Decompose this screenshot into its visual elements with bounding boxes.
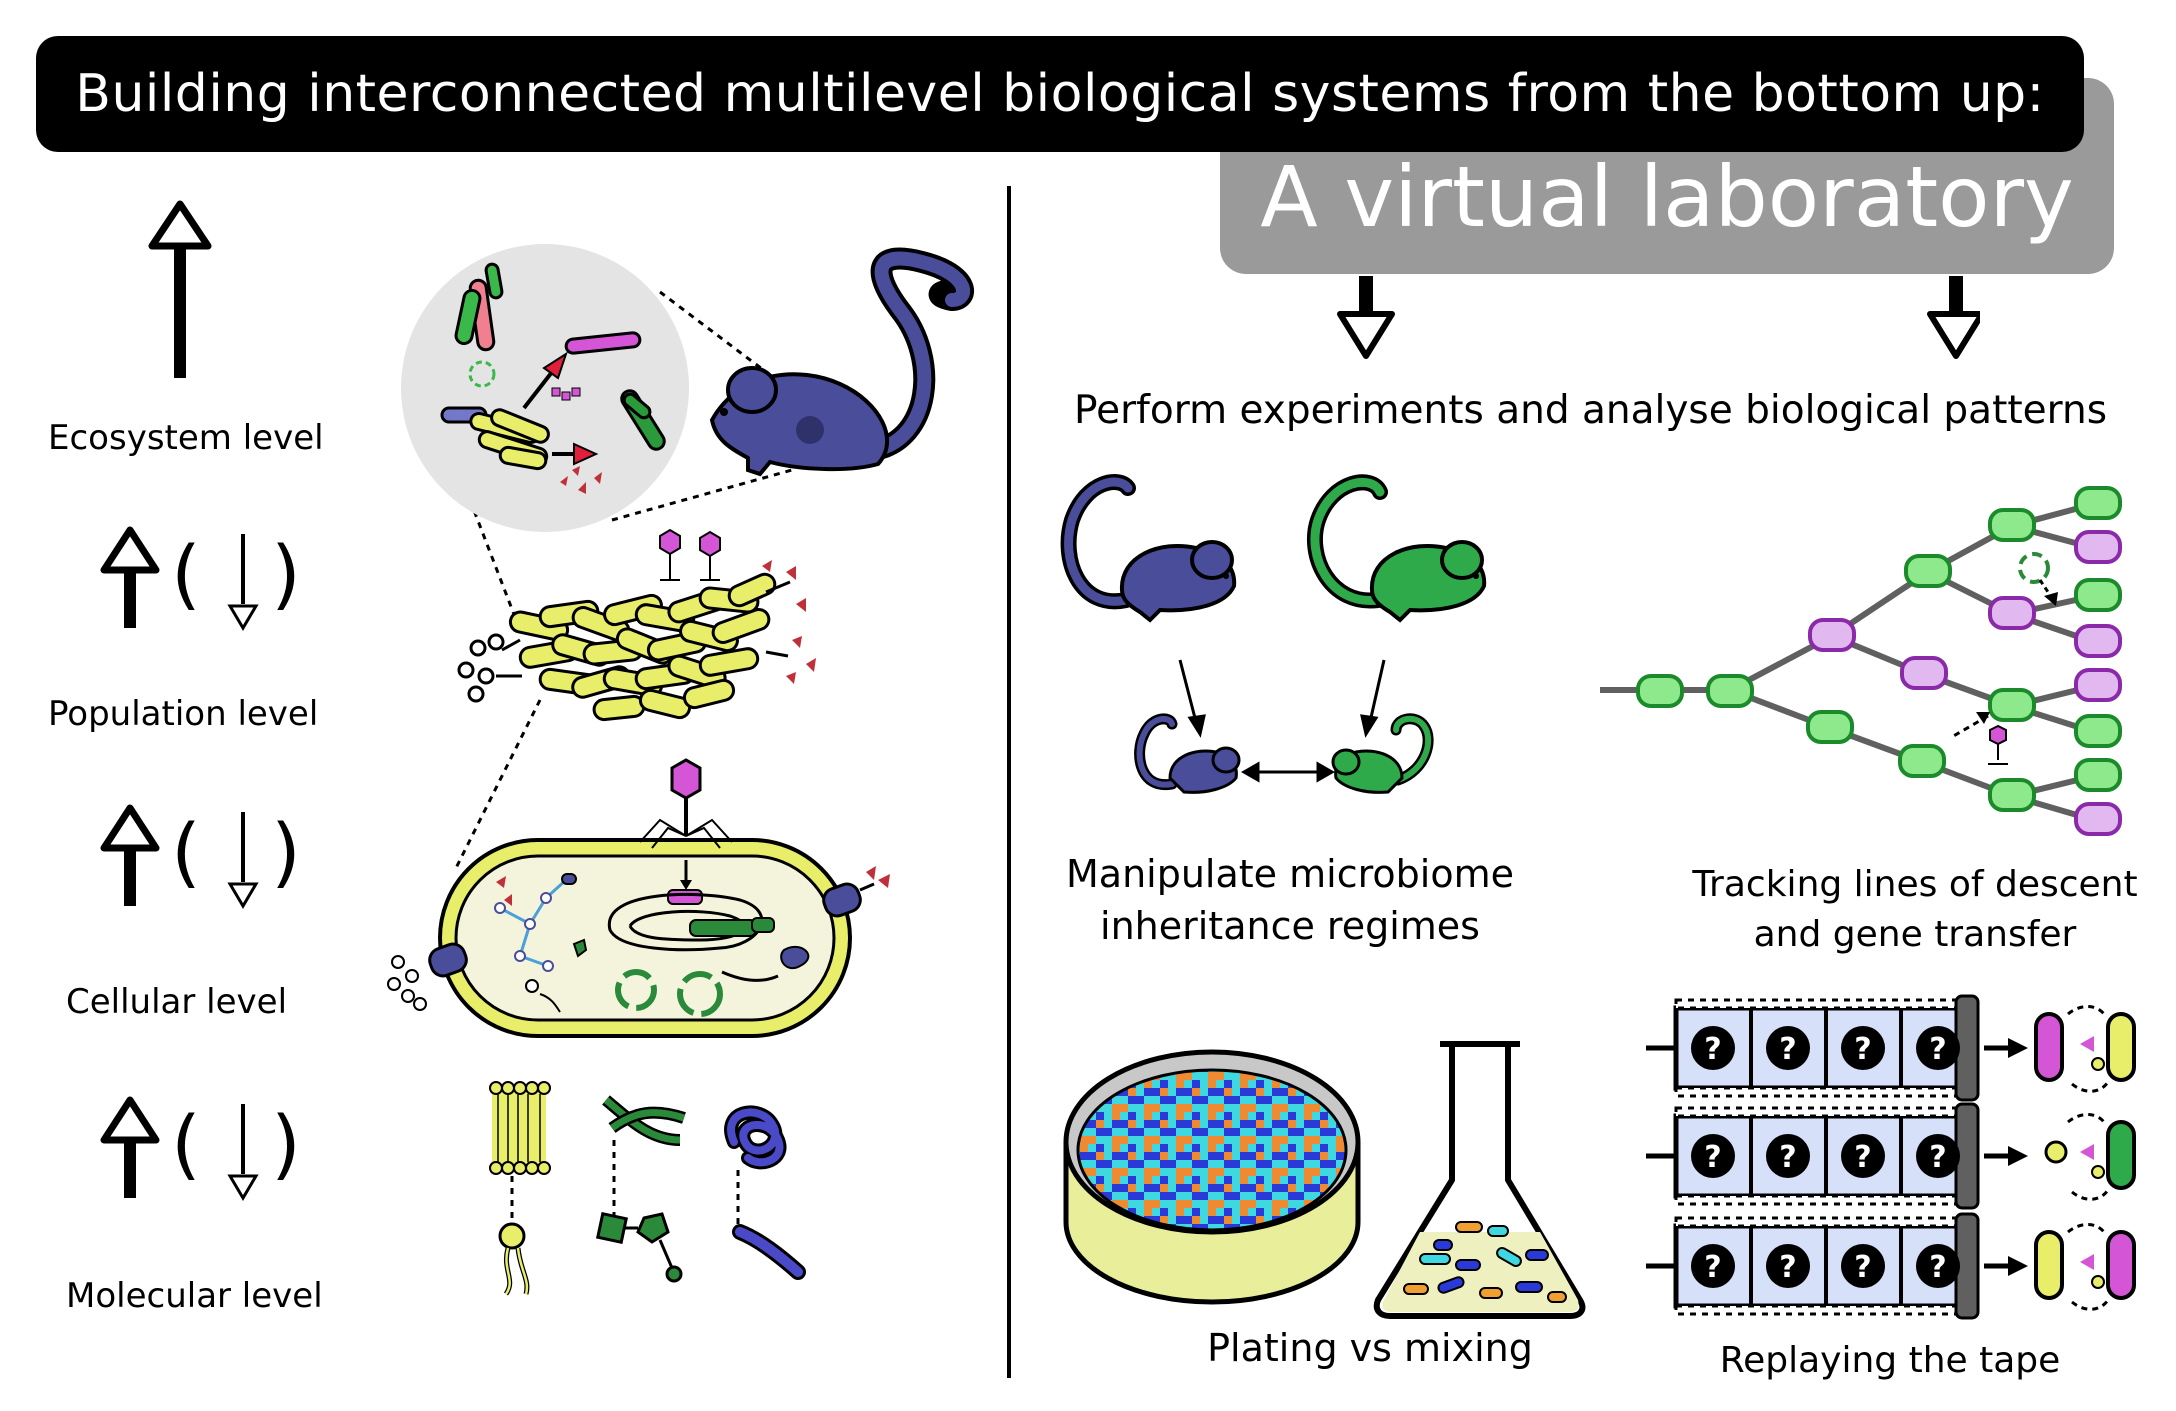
tape-frame-symbol: ? [1779,1032,1796,1067]
level-label-cellular: Cellular level [66,982,288,1022]
evolution-outcome [2034,1005,2136,1093]
caption-line: Tracking lines of descent [1692,864,2138,905]
panel-divider [1007,186,1011,1378]
page-title: Building interconnected multilevel biolo… [36,36,2084,152]
protein-fold-icon [724,1105,806,1280]
petri-dish-icon [1063,1049,1361,1305]
unknown-outcome-icon [1916,1134,1960,1178]
tape-frame-symbol: ? [1704,1032,1721,1067]
offspring-mouse-green [1331,713,1434,794]
film-strip-group: ???????????? [1646,994,2136,1320]
microbiome-inheritance-diagram [1060,474,1487,794]
unknown-outcome-icon [1841,1026,1885,1070]
experiments-heading: Perform experiments and analyse biologic… [1074,388,2108,433]
svg-text:(: ( [171,529,201,618]
caption-lineage: Tracking lines of descent and gene trans… [1680,860,2150,959]
dna-helix-icon [595,1095,686,1283]
caption-line: inheritance regimes [1100,904,1480,949]
svg-text:): ) [271,529,301,618]
up-arrow-icon [100,526,160,628]
tape-frame-symbol: ? [1704,1250,1721,1285]
experiment-arrows [1337,276,1980,359]
tape-frame-symbol: ? [1854,1140,1871,1175]
caption-replay: Replaying the tape [1719,1340,2061,1381]
host-mouse-blue [709,247,974,477]
bacterial-cell [387,758,890,1038]
film-strip: ???? [1646,994,2136,1102]
svg-text:(: ( [171,1099,201,1188]
plating-vs-mixing-diagram [1063,1041,1586,1319]
up-arrow-icon [148,200,212,378]
caption-microbiome: Manipulate microbiome inheritance regime… [1040,848,1540,953]
svg-text:): ) [271,1099,301,1188]
up-arrow-icon [100,804,160,906]
flask-icon [1373,1041,1586,1319]
unknown-outcome-icon [1916,1026,1960,1070]
unknown-outcome-icon [1841,1244,1885,1288]
caption-plating: Plating vs mixing [1207,1326,1533,1370]
level-label-population: Population level [48,694,319,734]
unknown-outcome-icon [1691,1134,1735,1178]
level-label-ecosystem: Ecosystem level [48,418,324,458]
film-strip: ???? [1646,1212,2136,1320]
unknown-outcome-icon [1841,1134,1885,1178]
multilevel-illustration [387,244,974,1296]
tape-frame-symbol: ? [1704,1140,1721,1175]
down-arrow-icon [1337,276,1395,359]
tape-frame-symbol: ? [1929,1032,1946,1067]
unknown-outcome-icon [1691,1244,1735,1288]
caption-line: and gene transfer [1753,913,2077,955]
unknown-outcome-icon [1766,1244,1810,1288]
offspring-mouse-blue [1134,713,1241,794]
inheritance-arrows [1178,659,1386,783]
level-label-molecular: Molecular level [66,1276,323,1316]
film-strip: ???? [1646,1102,2136,1210]
tape-frame-symbol: ? [1779,1140,1796,1175]
replay-tape-diagram: ???????????? [1646,994,2136,1320]
unknown-outcome-icon [1916,1244,1960,1288]
lipid-membrane-icon [489,1081,551,1296]
svg-text:): ) [271,807,301,896]
down-arrow-in-brackets-icon: ( ) [171,529,301,631]
tape-frame-symbol: ? [1854,1032,1871,1067]
caption-line: Manipulate microbiome [1066,852,1514,896]
unknown-outcome-icon [1691,1026,1735,1070]
evolution-outcome [2044,1113,2136,1201]
parent-mouse-blue [1060,474,1237,623]
unknown-outcome-icon [1766,1026,1810,1070]
down-arrow-icon [1927,276,1980,359]
evolution-outcome [2034,1223,2136,1311]
down-arrow-in-brackets-icon: ( ) [171,807,301,909]
tape-frame-symbol: ? [1929,1140,1946,1175]
unknown-outcome-icon [1766,1134,1810,1178]
tape-frame-symbol: ? [1854,1250,1871,1285]
parent-mouse-green [1306,474,1487,623]
gut-microbiome-zoom [401,244,689,532]
up-arrow-icon [100,1096,160,1198]
lineage-tree [1600,486,2122,836]
tape-frame-symbol: ? [1779,1250,1796,1285]
level-arrows: ( ) ( ) ( ) [100,200,301,1201]
bacterial-population [457,528,816,722]
svg-text:(: ( [171,807,201,896]
tape-frame-symbol: ? [1929,1250,1946,1285]
down-arrow-in-brackets-icon: ( ) [171,1099,301,1201]
